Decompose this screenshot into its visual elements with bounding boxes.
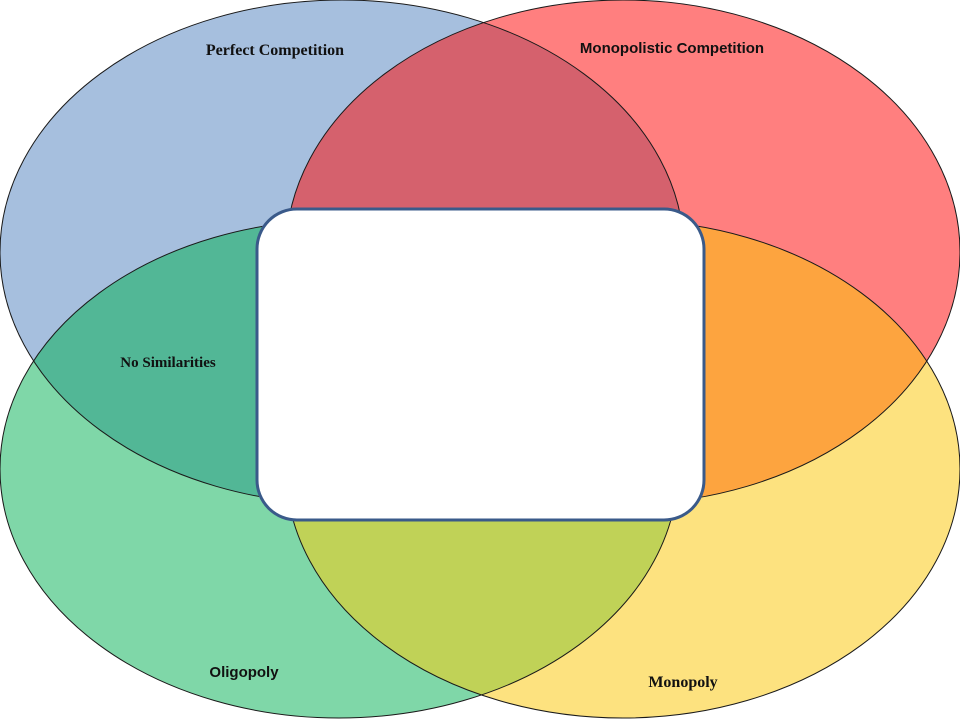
center-box (255, 207, 706, 522)
monopoly-label: Monopoly (648, 674, 717, 691)
monopolistic-competition-label: Monopolistic Competition (580, 40, 764, 57)
perfect-competition-label: Perfect Competition (206, 42, 344, 59)
no-similarities-label: No Similarities (120, 355, 216, 371)
oligopoly-label: Oligopoly (209, 664, 279, 681)
